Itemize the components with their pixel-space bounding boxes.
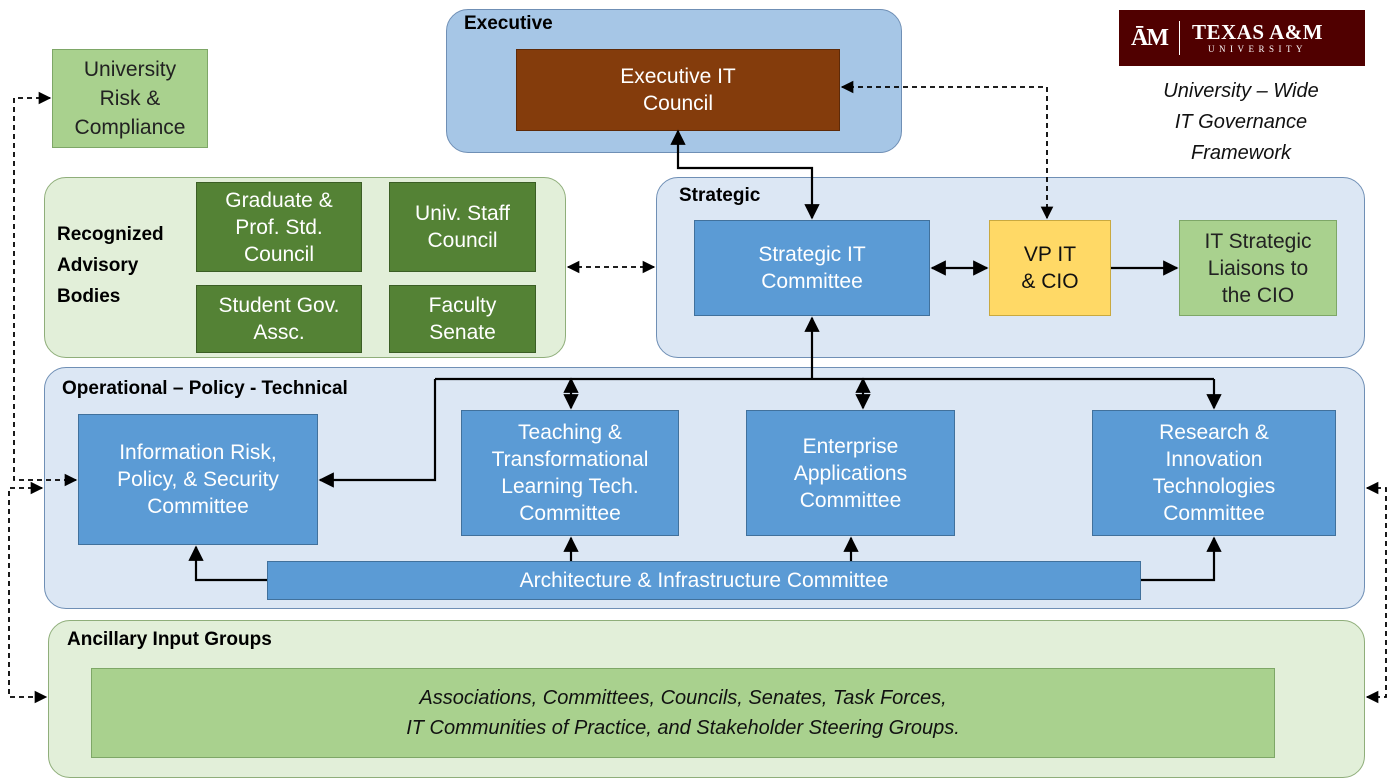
arch-research-connector: [1141, 536, 1222, 582]
logo-divider: [1178, 21, 1180, 55]
architecture-infrastructure-committee-box[interactable]: Architecture & Infrastructure Committee: [267, 561, 1141, 600]
ancillary-region-title: Ancillary Input Groups: [67, 629, 272, 650]
student-gov-box[interactable]: Student Gov. Assc.: [196, 285, 362, 353]
bus-info-risk-connector: [318, 379, 437, 488]
framework-title: University – Wide IT Governance Framewor…: [1163, 80, 1319, 164]
vp-executive-dashed-connector: [840, 80, 1054, 220]
it-strategic-liaisons-box[interactable]: IT Strategic Liaisons to the CIO: [1179, 220, 1337, 316]
risk-info-dashed-connector: [13, 91, 78, 487]
ancillary-groups-box[interactable]: Associations, Committees, Councils, Sena…: [91, 668, 1275, 758]
graduate-council-box[interactable]: Graduate & Prof. Std. Council: [196, 182, 362, 272]
strategic-it-committee-box[interactable]: Strategic IT Committee: [694, 220, 930, 316]
texas-am-logo: ĀM TEXAS A&M UNIVERSITY: [1119, 10, 1365, 66]
executive-region-title: Executive: [464, 13, 553, 34]
exec-strategic-connector: [670, 129, 820, 220]
teaching-learning-committee-box[interactable]: Teaching & Transformational Learning Tec…: [461, 410, 679, 536]
research-innovation-committee-box[interactable]: Research & Innovation Technologies Commi…: [1092, 410, 1336, 536]
vp-it-cio-box[interactable]: VP IT & CIO: [989, 220, 1111, 316]
enterprise-applications-committee-box[interactable]: Enterprise Applications Committee: [746, 410, 955, 536]
arch-info-risk-connector: [188, 545, 267, 582]
right-operational-ancillary-dashed-connector: [1365, 481, 1387, 704]
information-risk-committee-box[interactable]: Information Risk, Policy, & Security Com…: [78, 414, 318, 545]
operational-region-title: Operational – Policy - Technical: [62, 378, 348, 399]
university-risk-compliance-box[interactable]: University Risk & Compliance: [52, 49, 208, 148]
logo-wordmark: TEXAS A&M: [1191, 20, 1324, 44]
executive-it-council-box[interactable]: Executive IT Council: [516, 49, 840, 131]
left-operational-ancillary-dashed-connector: [8, 481, 48, 704]
faculty-senate-box[interactable]: Faculty Senate: [389, 285, 536, 353]
staff-council-box[interactable]: Univ. Staff Council: [389, 182, 536, 272]
atm-mark-icon: ĀM: [1131, 24, 1169, 51]
logo-subtitle: UNIVERSITY: [1208, 44, 1308, 54]
